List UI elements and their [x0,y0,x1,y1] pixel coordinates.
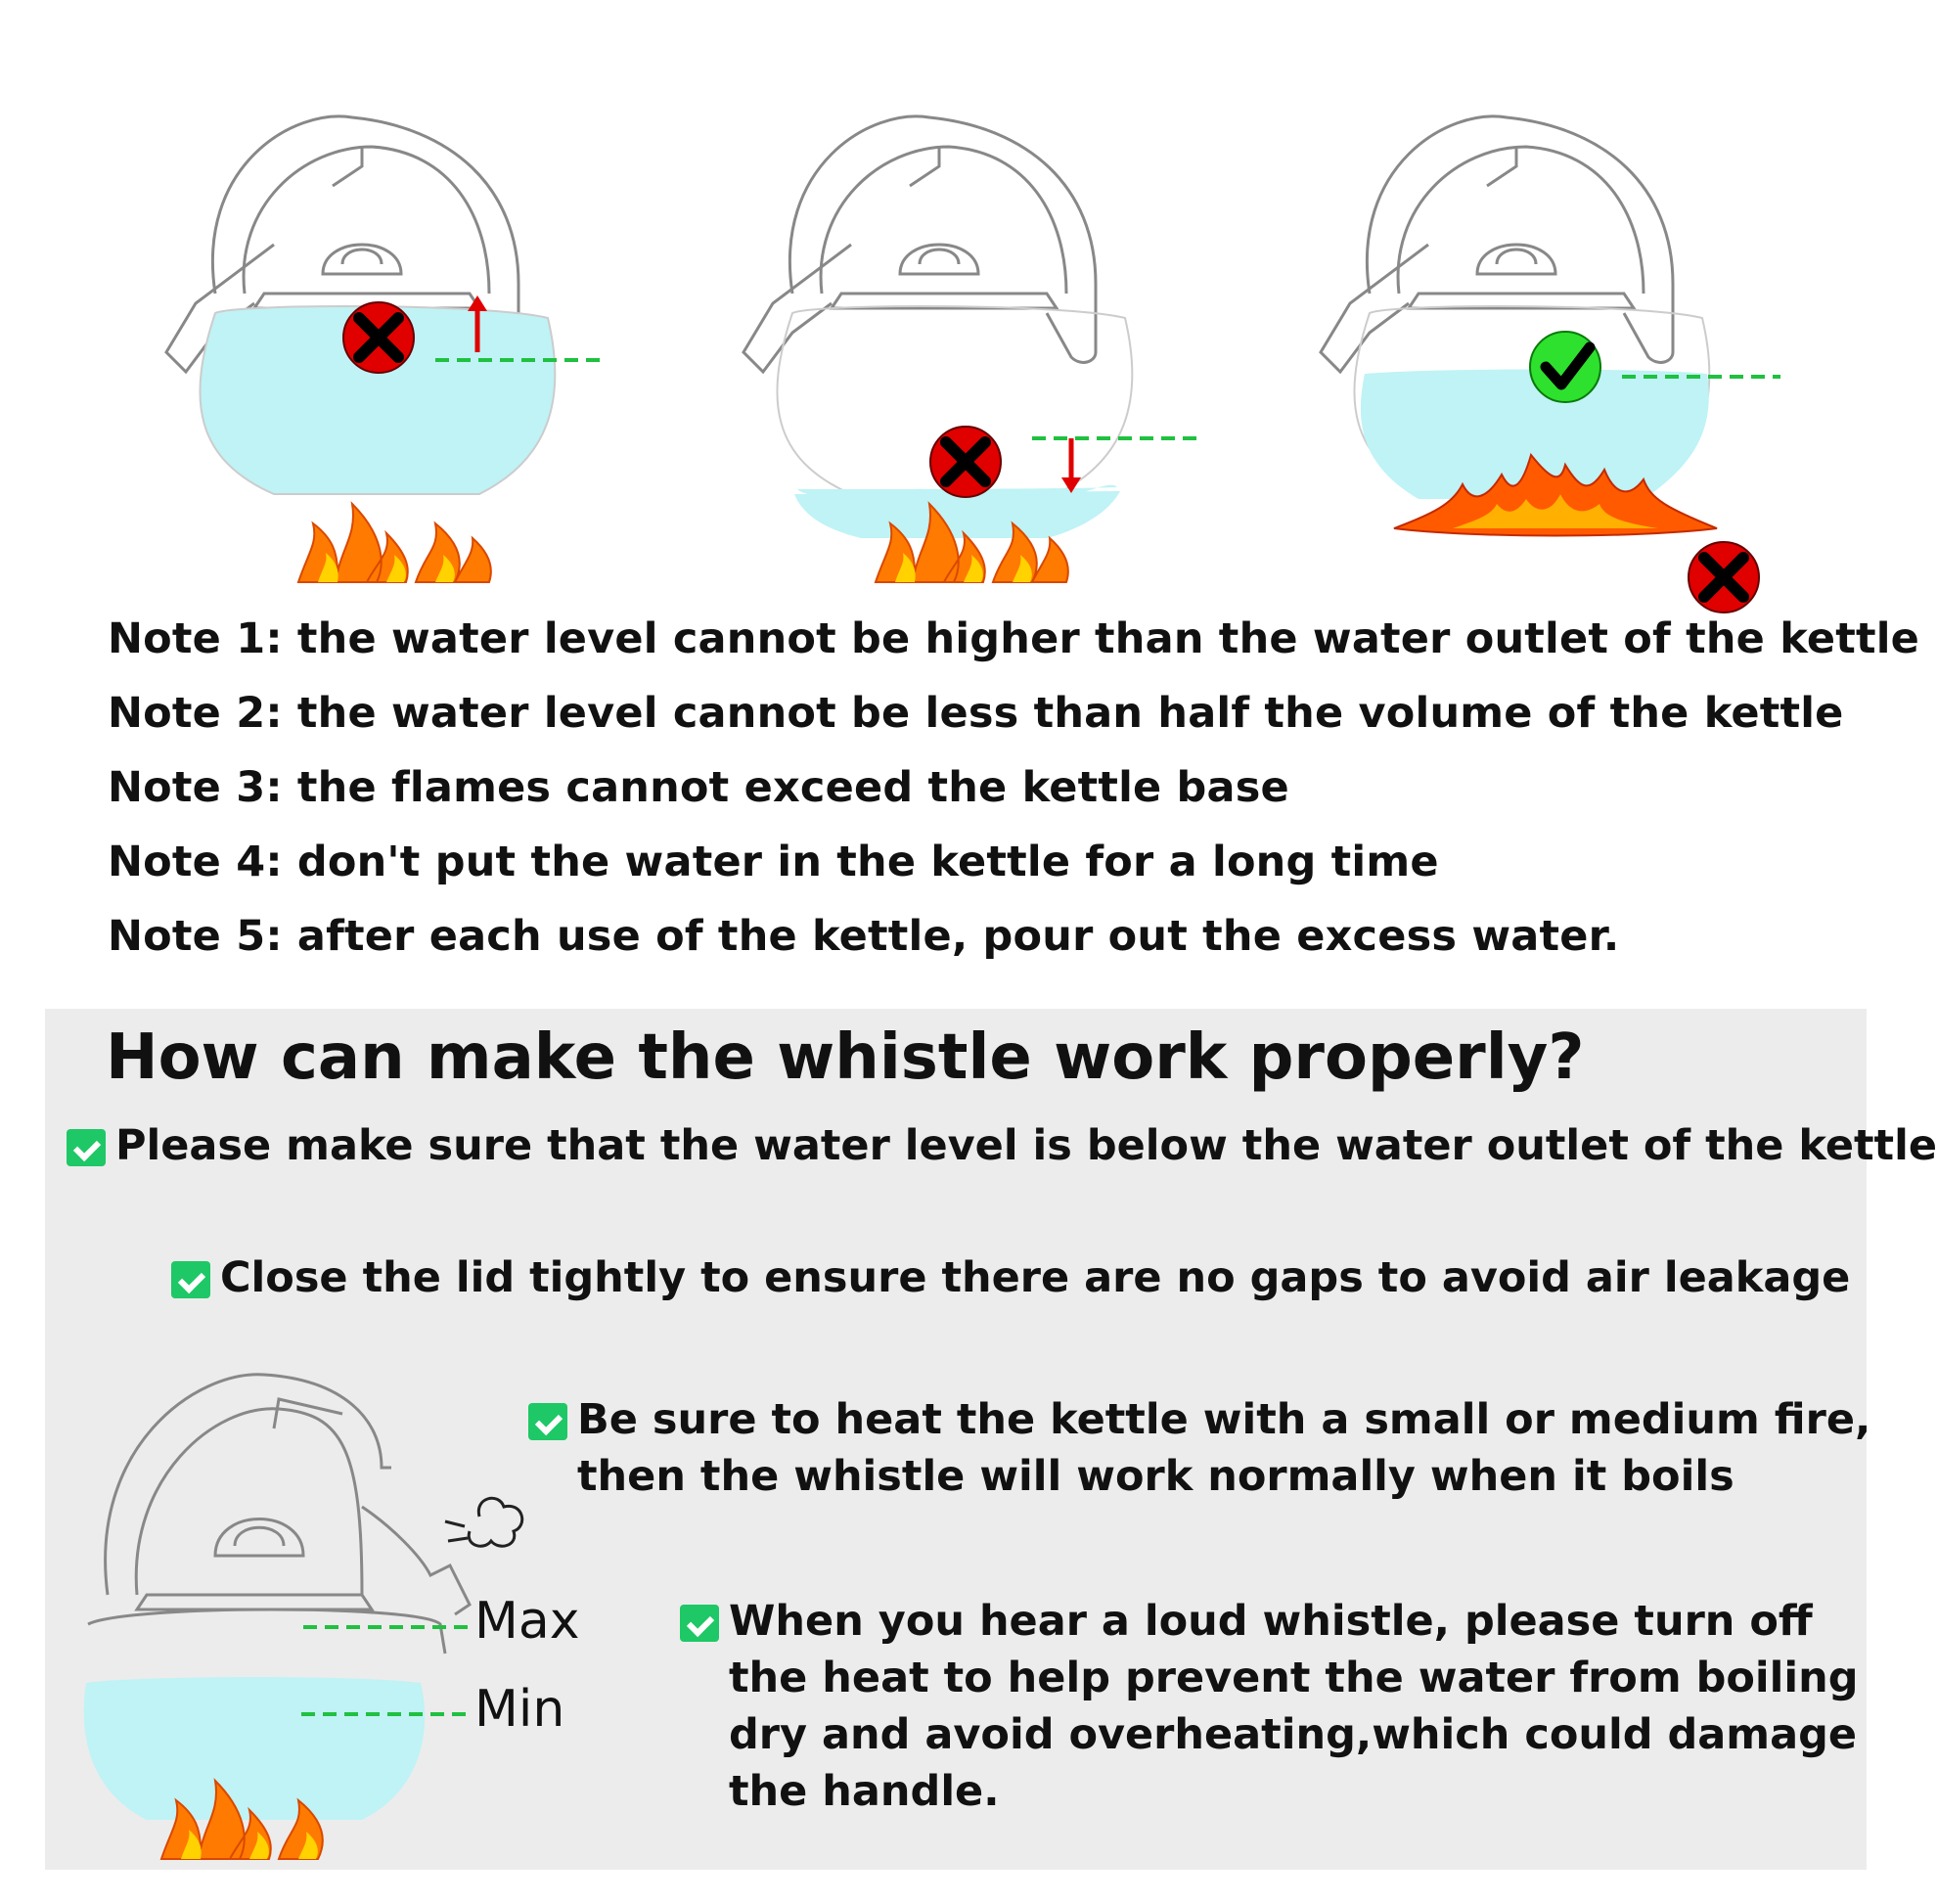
kettle-overfilled-illustration [164,114,602,583]
tip-turn-off-heat: When you hear a loud whistle, please tur… [680,1593,1873,1820]
flame-icon [159,1778,324,1860]
tip-water-level: Please make sure that the water level is… [67,1117,1937,1174]
flame-icon [1393,452,1718,537]
water-fill [794,484,1120,538]
check-icon [1529,331,1601,403]
checkbox-icon [67,1129,106,1166]
tip-text: Be sure to heat the kettle with a small … [577,1395,1871,1501]
note-3: Note 3: the flames cannot exceed the ket… [108,763,1289,812]
checkbox-icon [680,1605,719,1642]
tip-close-lid: Close the lid tightly to ensure there ar… [171,1249,1883,1306]
tip-text: When you hear a loud whistle, please tur… [729,1597,1859,1816]
water-fill [83,1677,426,1820]
cross-icon [929,426,1002,498]
note-5: Note 5: after each use of the kettle, po… [108,912,1620,961]
flame-icon [296,501,492,583]
tip-text: Please make sure that the water level is… [115,1121,1937,1170]
arrow-down-icon [1061,438,1081,493]
water-fill [1360,369,1709,499]
note-2: Note 2: the water level cannot be less t… [108,689,1844,738]
kettle-correct-level-illustration [1319,114,1780,613]
min-label: Min [474,1680,565,1739]
max-label: Max [474,1592,580,1651]
note-1: Note 1: the water level cannot be higher… [108,614,1920,663]
steam-icon [444,1496,524,1548]
section-heading: How can make the whistle work properly? [106,1021,1585,1094]
cross-icon [1688,541,1760,613]
flame-icon [874,501,1069,583]
kettle-underfilled-illustration [742,114,1198,583]
checkbox-icon [171,1261,210,1298]
tip-text: Close the lid tightly to ensure there ar… [220,1253,1851,1302]
tip-fire-size: Be sure to heat the kettle with a small … [528,1391,1878,1505]
checkbox-icon [528,1403,567,1440]
note-4: Note 4: don't put the water in the kettl… [108,838,1439,886]
water-fill [199,305,557,495]
kettle-max-min-illustration [83,1373,524,1860]
cross-icon [342,301,415,374]
arrow-up-icon [468,295,487,352]
